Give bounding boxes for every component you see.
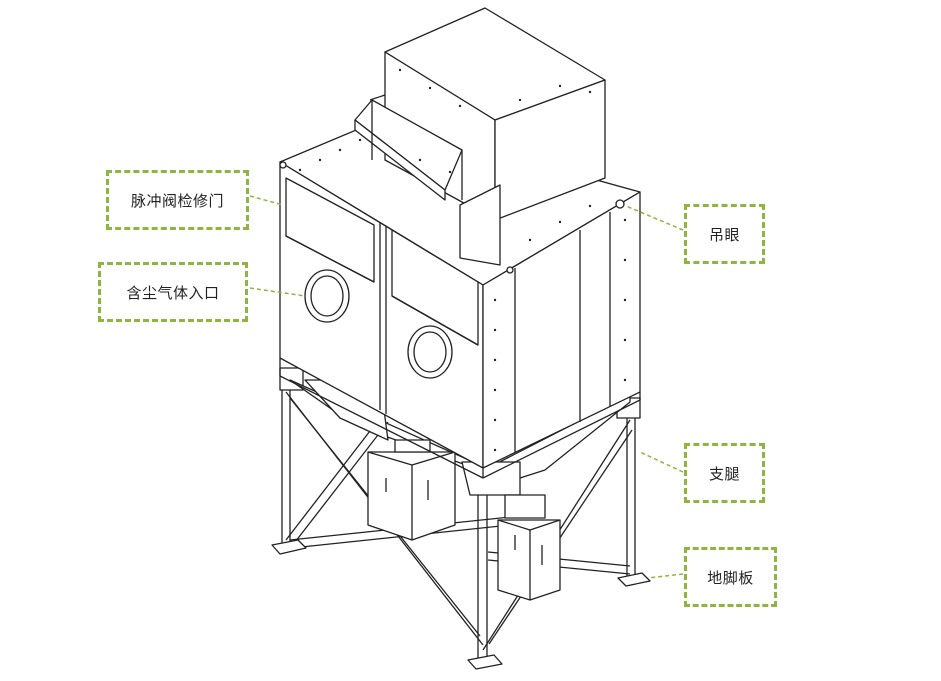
dust-bins	[367, 439, 561, 601]
callout-dusty-gas-inlet-label: 含尘气体入口	[126, 283, 220, 302]
bolt-dots	[298, 68, 627, 452]
callout-support-leg: 支腿	[684, 443, 765, 503]
foot-plates	[271, 539, 651, 670]
callout-support-leg-label: 支腿	[708, 464, 740, 483]
callout-lifting-eye: 吊眼	[684, 204, 765, 264]
callout-lifting-eye-label: 吊眼	[708, 225, 740, 244]
fan-housing	[354, 7, 606, 266]
front-doors	[285, 177, 479, 346]
callout-pulse-valve-door: 脉冲阀检修门	[106, 170, 249, 230]
callout-dusty-gas-inlet: 含尘气体入口	[98, 262, 248, 322]
leader-lines	[249, 195, 684, 579]
callout-foot-plate-label: 地脚板	[707, 568, 754, 587]
callout-foot-plate: 地脚板	[684, 547, 777, 607]
inlet-ports	[304, 269, 453, 379]
lifting-eyes	[279, 161, 625, 274]
callout-pulse-valve-door-label: 脉冲阀检修门	[130, 191, 224, 210]
